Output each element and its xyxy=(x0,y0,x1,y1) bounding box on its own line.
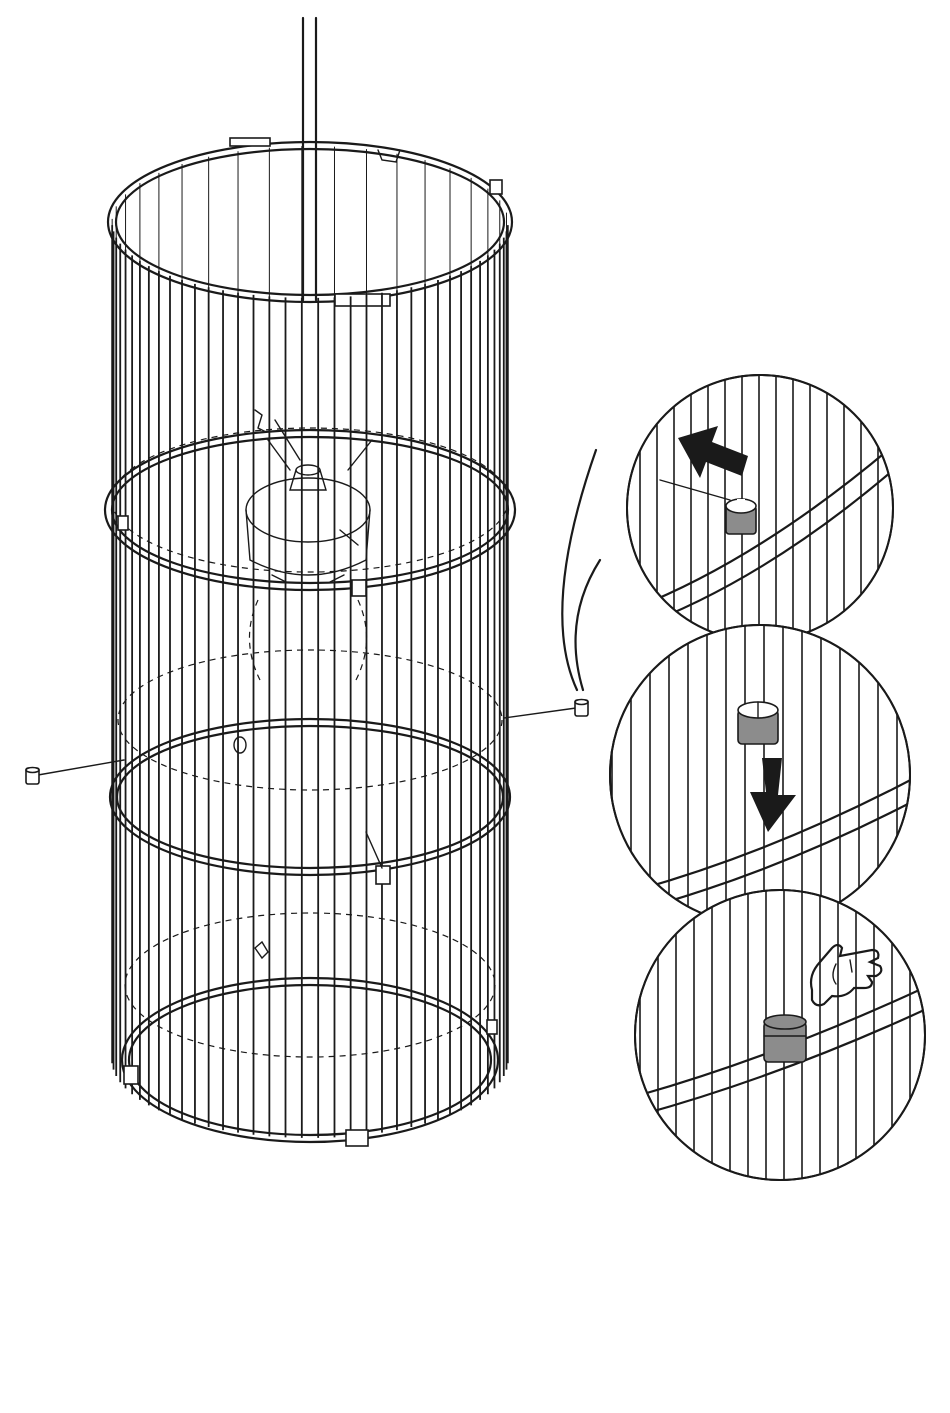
wire-cage xyxy=(105,18,515,1146)
bottom-ring xyxy=(122,978,498,1142)
loose-clip-right xyxy=(504,700,588,719)
back-bars xyxy=(112,146,506,1057)
top-ring xyxy=(108,142,512,302)
loose-clip-left xyxy=(26,760,124,784)
detail-step-2 xyxy=(600,620,925,930)
detail-step-3 xyxy=(635,885,935,1185)
detail-callout-pointer xyxy=(562,450,600,690)
cage-clip-bottom xyxy=(346,1130,368,1146)
front-bars xyxy=(112,225,508,1138)
cage-clip-upper xyxy=(352,580,366,596)
clip-on-bar xyxy=(738,702,778,744)
middle-ring-upper xyxy=(105,430,515,590)
detail-step-1 xyxy=(627,360,905,650)
clip-open xyxy=(726,499,756,534)
cage-clip-marked xyxy=(376,866,390,884)
clip-locked xyxy=(764,1015,806,1062)
